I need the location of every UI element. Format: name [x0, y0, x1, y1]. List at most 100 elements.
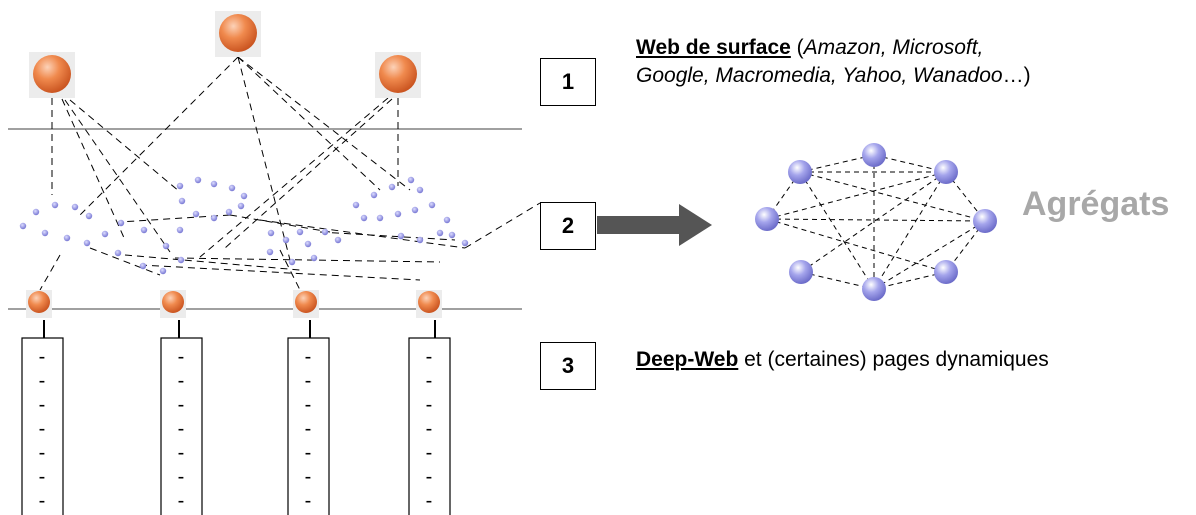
aggregate-link: [766, 171, 947, 220]
purple-sphere-node: [789, 260, 813, 284]
small-purple-dot: [334, 236, 342, 244]
column-dash: -: [305, 490, 312, 512]
aggregate-link: [873, 271, 947, 290]
column-dash: -: [39, 466, 46, 488]
orange-sphere-node: [215, 11, 261, 57]
aggregate-nodes: [755, 143, 997, 301]
small-purple-dot: [416, 186, 424, 194]
dashed-link: [237, 56, 411, 191]
small-purple-dot: [228, 184, 236, 192]
small-purple-dot: [101, 230, 109, 238]
column-dash: -: [178, 442, 185, 464]
column-dash: -: [426, 394, 433, 416]
orange-sphere-node: [293, 290, 319, 318]
aggregates-label: Agrégats: [1022, 185, 1170, 223]
small-purple-dot: [140, 226, 148, 234]
small-purple-dot: [194, 176, 202, 184]
surface-web-title: Web de surface: [636, 36, 791, 59]
purple-sphere-node: [934, 260, 958, 284]
dashed-link: [237, 56, 291, 261]
orange-sphere-node: [160, 290, 186, 318]
aggregate-lines: [766, 154, 986, 290]
column-dash: -: [178, 394, 185, 416]
column-dash: -: [305, 346, 312, 368]
column-dash: -: [426, 370, 433, 392]
orange-sphere-node: [375, 52, 421, 98]
dashed-link: [319, 231, 456, 241]
small-purple-dot: [436, 229, 444, 237]
small-purple-dot: [296, 228, 304, 236]
purple-sphere-node: [862, 143, 886, 167]
small-purple-dot: [210, 214, 218, 222]
small-purple-dot: [266, 248, 274, 256]
dashed-link: [229, 214, 331, 233]
small-purple-dot: [352, 201, 360, 209]
column-dash: -: [426, 466, 433, 488]
dashed-link: [174, 257, 441, 263]
aggregate-link: [799, 154, 875, 173]
aggregate-link: [799, 171, 986, 222]
surface-web-label: Web de surface (Amazon, Microsoft, Googl…: [636, 34, 1031, 90]
small-purple-dot: [461, 239, 469, 247]
aggregate-link: [873, 220, 986, 290]
small-purple-dot: [237, 202, 245, 210]
small-purple-dot: [159, 267, 167, 275]
dashed-link: [69, 99, 181, 193]
dashed-link: [259, 219, 466, 249]
dashed-link: [237, 56, 381, 191]
column-dash: -: [305, 394, 312, 416]
column-dash: -: [178, 370, 185, 392]
column-dash: -: [426, 442, 433, 464]
column-dash: -: [426, 490, 433, 512]
column-dash: -: [305, 418, 312, 440]
purple-sphere-node: [934, 160, 958, 184]
small-purple-dot: [310, 254, 318, 262]
small-purple-dot: [225, 208, 233, 216]
small-purple-dot: [176, 226, 184, 234]
deep-web-title: Deep-Web: [636, 348, 739, 371]
small-purple-dot: [388, 183, 396, 191]
column-dash: -: [178, 466, 185, 488]
orange-sphere-node: [29, 52, 75, 98]
small-purple-dot: [192, 210, 200, 218]
surface-web-list-line1: Amazon, Microsoft,: [803, 36, 984, 59]
small-purple-dot: [282, 236, 290, 244]
small-purple-dot: [394, 210, 402, 218]
dashed-link: [139, 264, 421, 281]
number-box-2: 2: [540, 202, 596, 250]
small-purple-dot: [114, 249, 122, 257]
aggregate-link: [873, 154, 947, 173]
paren-open: (: [790, 36, 804, 59]
dashed-link: [39, 254, 61, 291]
small-purple-dot: [71, 203, 79, 211]
small-purple-dot: [117, 219, 125, 227]
small-purple-dot: [210, 180, 218, 188]
small-purple-dot: [83, 239, 91, 247]
small-purple-dot: [19, 222, 27, 230]
small-purple-dot: [240, 192, 248, 200]
deep-web-label: Deep-Web et (certaines) pages dynamiques: [636, 346, 1049, 374]
small-purple-dot: [85, 212, 93, 220]
number-box-3: 3: [540, 342, 596, 390]
aggregate-link: [766, 218, 986, 222]
small-purple-dot: [376, 214, 384, 222]
column-dash: -: [39, 418, 46, 440]
deep-web-column: [287, 337, 330, 515]
dashed-link: [79, 56, 239, 216]
purple-sphere-node: [788, 160, 812, 184]
column-dash: -: [39, 394, 46, 416]
column-dash: -: [426, 418, 433, 440]
column-dash: -: [39, 442, 46, 464]
small-purple-dot: [178, 197, 186, 205]
small-purple-dot: [416, 236, 424, 244]
small-purple-dot: [360, 214, 368, 222]
small-purple-dot: [448, 231, 456, 239]
surface-web-list-line2: Google, Macromedia, Yahoo, Wanadoo: [636, 64, 1003, 87]
deep-web-column: [408, 337, 451, 515]
small-purple-dot: [41, 229, 49, 237]
small-purple-dot: [267, 229, 275, 237]
small-purple-dot: [176, 182, 184, 190]
small-purple-dot: [428, 201, 436, 209]
page-dots: [19, 176, 469, 275]
column-dash: -: [305, 442, 312, 464]
